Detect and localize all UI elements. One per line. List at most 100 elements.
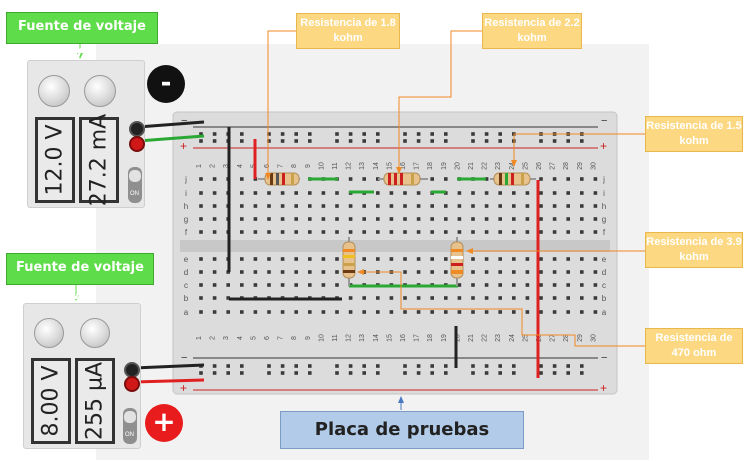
breadboard-hole[interactable] [362,204,366,208]
breadboard-hole[interactable] [512,230,516,234]
breadboard-hole[interactable] [294,191,298,195]
breadboard-hole[interactable] [240,177,244,181]
breadboard-hole[interactable] [552,191,557,195]
breadboard-hole[interactable] [212,364,217,368]
breadboard-hole[interactable] [484,230,489,234]
breadboard-hole[interactable] [335,230,339,234]
breadboard-hole[interactable] [240,310,244,314]
breadboard-hole[interactable] [484,204,489,208]
breadboard-hole[interactable] [403,364,407,368]
breadboard-hole[interactable] [376,230,380,234]
breadboard-hole[interactable] [226,371,230,375]
breadboard-hole[interactable] [308,371,312,375]
breadboard-hole[interactable] [444,204,448,208]
breadboard-hole[interactable] [267,257,271,261]
breadboard-hole[interactable] [416,371,421,375]
breadboard-hole[interactable] [321,310,326,314]
breadboard-hole[interactable] [199,230,203,234]
breadboard-hole[interactable] [539,283,543,287]
breadboard-hole[interactable] [498,191,502,195]
breadboard-hole[interactable] [335,257,339,261]
breadboard-hole[interactable] [308,139,312,143]
breadboard-hole[interactable] [280,191,285,195]
breadboard-hole[interactable] [471,270,475,274]
breadboard-hole[interactable] [552,371,557,375]
breadboard-hole[interactable] [362,296,366,300]
breadboard-hole[interactable] [348,204,353,208]
breadboard-hole[interactable] [199,177,203,181]
breadboard-hole[interactable] [240,283,244,287]
breadboard-hole[interactable] [321,270,326,274]
breadboard-hole[interactable] [593,270,598,274]
breadboard-hole[interactable] [484,283,489,287]
current-knob-icon[interactable] [84,75,116,107]
breadboard-hole[interactable] [539,204,543,208]
breadboard-hole[interactable] [430,217,434,221]
breadboard-hole[interactable] [539,217,543,221]
breadboard-hole[interactable] [321,191,326,195]
breadboard-hole[interactable] [403,296,407,300]
breadboard-hole[interactable] [471,230,475,234]
breadboard-hole[interactable] [498,296,502,300]
breadboard-hole[interactable] [457,230,462,234]
breadboard-hole[interactable] [580,310,584,314]
breadboard-hole[interactable] [253,270,258,274]
breadboard-hole[interactable] [212,132,217,136]
breadboard-hole[interactable] [335,270,339,274]
breadboard-hole[interactable] [253,257,258,261]
breadboard-hole[interactable] [280,230,285,234]
breadboard-hole[interactable] [525,204,530,208]
breadboard-hole[interactable] [512,204,516,208]
breadboard-hole[interactable] [240,132,244,136]
breadboard-hole[interactable] [335,283,339,287]
breadboard-hole[interactable] [430,132,434,136]
breadboard-hole[interactable] [471,132,475,136]
breadboard-hole[interactable] [580,204,584,208]
breadboard-hole[interactable] [593,283,598,287]
breadboard-hole[interactable] [566,283,570,287]
breadboard-hole[interactable] [267,364,271,368]
breadboard-hole[interactable] [566,364,570,368]
breadboard-hole[interactable] [348,364,353,368]
breadboard-hole[interactable] [212,139,217,143]
breadboard-hole[interactable] [280,364,285,368]
breadboard-hole[interactable] [267,132,271,136]
current-knob-icon[interactable] [80,318,110,348]
breadboard-hole[interactable] [294,139,298,143]
breadboard-hole[interactable] [416,364,421,368]
breadboard-hole[interactable] [335,139,339,143]
breadboard-hole[interactable] [253,191,258,195]
breadboard-hole[interactable] [403,257,407,261]
power-switch[interactable]: ON [123,408,137,444]
breadboard-hole[interactable] [226,283,230,287]
breadboard-hole[interactable] [484,371,489,375]
breadboard-hole[interactable] [199,204,203,208]
breadboard-hole[interactable] [199,283,203,287]
breadboard-hole[interactable] [471,283,475,287]
breadboard-hole[interactable] [348,230,353,234]
breadboard-hole[interactable] [199,270,203,274]
breadboard-hole[interactable] [267,371,271,375]
breadboard-hole[interactable] [294,204,298,208]
breadboard-hole[interactable] [335,371,339,375]
breadboard-hole[interactable] [539,270,543,274]
voltage-knob-icon[interactable] [38,75,70,107]
breadboard-hole[interactable] [280,371,285,375]
breadboard-hole[interactable] [512,283,516,287]
breadboard-hole[interactable] [566,257,570,261]
breadboard-hole[interactable] [444,217,448,221]
breadboard-hole[interactable] [430,204,434,208]
breadboard-hole[interactable] [471,371,475,375]
breadboard-hole[interactable] [444,139,448,143]
breadboard-hole[interactable] [416,139,421,143]
breadboard-hole[interactable] [294,283,298,287]
breadboard-hole[interactable] [212,177,217,181]
breadboard-hole[interactable] [552,283,557,287]
breadboard-hole[interactable] [348,177,353,181]
breadboard-hole[interactable] [321,283,326,287]
breadboard-hole[interactable] [593,296,598,300]
breadboard-hole[interactable] [552,310,557,314]
breadboard-hole[interactable] [484,296,489,300]
breadboard-hole[interactable] [240,217,244,221]
